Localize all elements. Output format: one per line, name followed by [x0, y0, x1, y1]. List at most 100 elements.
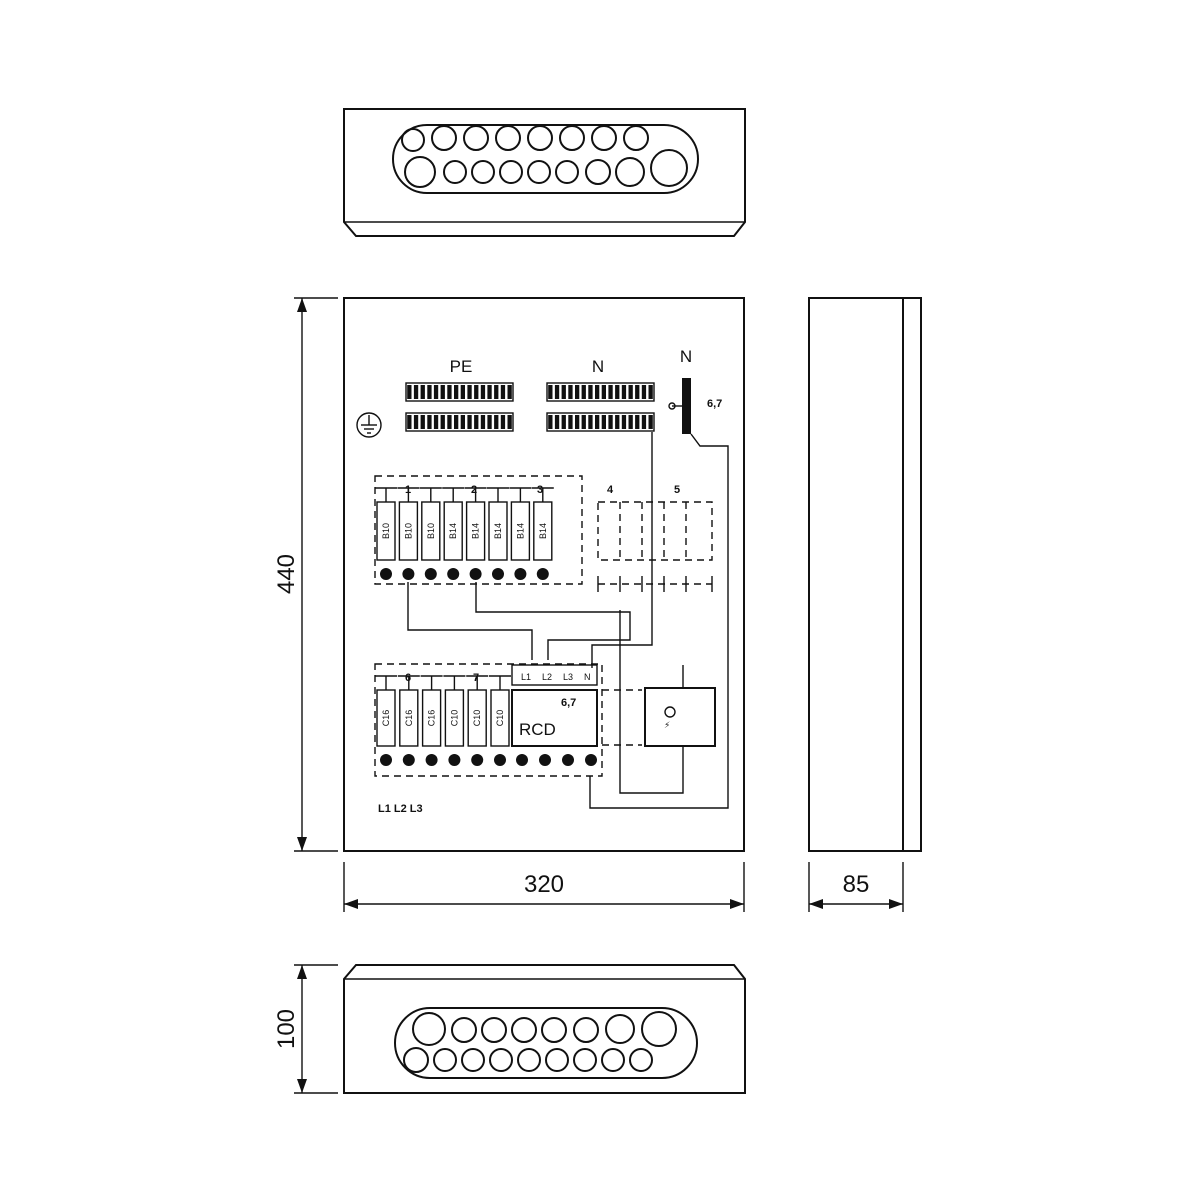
busbar-terminal	[588, 415, 593, 429]
breaker-rating: B10	[426, 523, 436, 539]
circuit-breaker: B14	[531, 487, 554, 580]
busbar-terminal	[454, 415, 459, 429]
breaker-rating: B10	[381, 523, 391, 539]
n-terminal-strip-upper	[546, 382, 655, 402]
busbar-terminal	[561, 415, 566, 429]
gland-hole	[433, 1048, 457, 1072]
breaker-rating: B14	[493, 523, 503, 539]
busbar-terminal	[615, 385, 620, 399]
gland-hole	[461, 1048, 485, 1072]
breaker-terminal	[425, 754, 438, 766]
upper-row-frame	[374, 475, 583, 585]
gland-hole	[623, 125, 649, 151]
breaker-terminal	[402, 754, 415, 766]
busbar-terminal	[635, 385, 640, 399]
circuit-breaker: B10	[397, 487, 420, 580]
breaker-terminal	[424, 568, 437, 580]
circuit-group-label: 4	[607, 484, 614, 496]
gland-hole	[443, 160, 467, 184]
busbar-terminal	[413, 385, 419, 399]
pe-busbar-label: PE	[450, 357, 473, 376]
busbar-terminal	[628, 385, 633, 399]
n-rail-label: N	[680, 347, 692, 366]
busbar-terminal	[487, 385, 492, 399]
lower-breaker-row: RCD 6,7	[374, 663, 642, 777]
gland-hole	[451, 1017, 477, 1043]
busbar-terminal	[494, 415, 499, 429]
busbar-terminal	[648, 415, 653, 429]
breaker-rating: B14	[538, 523, 548, 539]
busbar-terminal	[407, 415, 412, 429]
earth-icon	[356, 412, 382, 438]
circuit-breaker: C10	[489, 675, 511, 766]
gland-hole	[573, 1048, 597, 1072]
circuit-breaker: C16	[397, 675, 420, 766]
busbar-terminal	[494, 385, 499, 399]
breaker-rating: C16	[381, 710, 391, 727]
busbar-terminal	[474, 415, 479, 429]
top-gland-plate	[392, 124, 699, 194]
circuit-breaker: C10	[466, 675, 489, 766]
gland-hole	[463, 125, 489, 151]
busbar-terminal	[575, 415, 580, 429]
timer-module: ⚡	[644, 665, 716, 747]
gland-hole	[555, 160, 579, 184]
busbar-terminal	[608, 415, 613, 429]
busbar-terminal	[447, 415, 452, 429]
busbar-terminal	[588, 385, 593, 399]
gland-hole	[495, 125, 521, 151]
rcd-terminal-label: N	[584, 672, 591, 682]
breaker-rating: C10	[472, 710, 482, 727]
svg-text:⚡: ⚡	[664, 720, 670, 730]
gland-hole	[517, 1048, 541, 1072]
dimensions: 320 85 440 100	[273, 297, 904, 1094]
gland-height-dimension: 100	[273, 1009, 300, 1049]
busbar-terminal	[440, 385, 445, 399]
circuit-breaker: B10	[375, 487, 397, 580]
gland-hole	[403, 1047, 429, 1073]
breaker-terminal	[494, 754, 506, 766]
bottom-view	[343, 964, 746, 1094]
gland-hole	[499, 160, 523, 184]
n-rail	[628, 378, 729, 809]
busbar-terminal	[413, 415, 419, 429]
rcd-label: RCD	[519, 720, 556, 739]
gland-hole	[559, 125, 585, 151]
breaker-terminal	[447, 568, 460, 580]
busbar-terminal	[460, 385, 465, 399]
busbar-terminal	[641, 415, 647, 429]
busbar-terminal	[595, 415, 600, 429]
busbar-terminal	[433, 385, 439, 399]
circuit-group-label: 3	[537, 484, 543, 496]
breaker-rating: C16	[427, 710, 437, 727]
gland-hole	[601, 1048, 625, 1072]
busbar-terminal	[460, 415, 465, 429]
rcd-terminal-label: L1	[521, 672, 531, 682]
breaker-rating: C10	[495, 710, 505, 727]
busbar-terminal	[595, 385, 600, 399]
gland-hole	[591, 125, 617, 151]
circuit-breaker: C16	[375, 675, 397, 766]
busbar-terminal	[433, 415, 439, 429]
rcd-terminal-screw	[562, 754, 574, 766]
lower-row-frame	[374, 663, 603, 777]
circuit-breaker: B14	[442, 487, 465, 580]
busbar-terminal	[601, 415, 606, 429]
busbar-terminal	[480, 385, 486, 399]
busbar-terminal	[467, 385, 472, 399]
gland-hole	[541, 1017, 567, 1043]
gland-hole	[431, 125, 457, 151]
breaker-terminal	[469, 568, 482, 580]
circuit-group-label: 6	[405, 672, 411, 684]
busbar-terminal	[568, 385, 573, 399]
upper-breaker-row	[374, 475, 713, 592]
bottom-view-outline	[343, 964, 746, 1094]
timer-module-body	[644, 687, 716, 747]
breaker-terminal	[380, 754, 392, 766]
busbar-terminal	[575, 385, 580, 399]
busbar-terminal	[480, 415, 486, 429]
gland-hole	[545, 1048, 569, 1072]
gland-hole	[585, 159, 611, 185]
